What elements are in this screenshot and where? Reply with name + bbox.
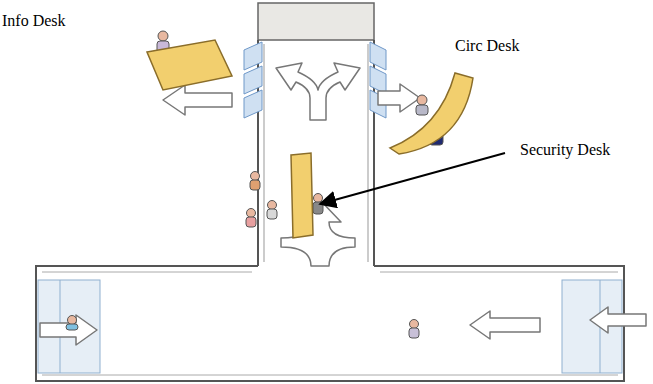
flow-arrow <box>40 315 97 345</box>
entrance-glass <box>38 280 100 373</box>
person <box>314 194 323 203</box>
desk: Security Desk <box>287 153 313 238</box>
person <box>246 217 256 227</box>
desk-shape <box>147 40 232 90</box>
person <box>410 320 419 329</box>
person <box>268 201 277 210</box>
person <box>267 209 277 219</box>
desk-label: Info Desk <box>2 12 66 30</box>
person <box>409 328 419 338</box>
person <box>417 95 427 105</box>
desk-shape <box>385 68 475 153</box>
glass-panel <box>244 90 262 118</box>
desk: Info Desk <box>147 40 232 90</box>
desk-outline <box>291 153 313 238</box>
hall-wall <box>36 266 624 381</box>
desk-outline <box>390 73 473 154</box>
person <box>66 324 78 330</box>
corridor-wall <box>264 44 265 262</box>
glass-panel <box>244 66 262 94</box>
leader-arrow <box>320 153 505 204</box>
flow-arrow <box>590 307 646 333</box>
desk-label: Security Desk <box>520 141 610 159</box>
glass-panel <box>370 66 386 94</box>
glass-panel <box>244 42 262 70</box>
flow-arrow <box>378 84 420 112</box>
flow-arrow <box>163 85 232 115</box>
flow-arrow <box>470 311 540 339</box>
corridor-wall <box>368 44 369 262</box>
person <box>68 316 77 325</box>
hall-wall <box>42 272 618 375</box>
desk: Circ Desk <box>385 68 475 153</box>
flow-arrow <box>276 63 360 120</box>
person <box>158 31 168 41</box>
person <box>416 105 428 115</box>
desk-outline <box>147 40 232 90</box>
desk-shape <box>287 153 313 238</box>
person <box>251 172 260 181</box>
person <box>247 209 256 218</box>
wall-block <box>258 3 374 40</box>
glass-panel <box>370 42 386 70</box>
desk-label: Circ Desk <box>455 37 519 55</box>
person <box>250 180 260 190</box>
